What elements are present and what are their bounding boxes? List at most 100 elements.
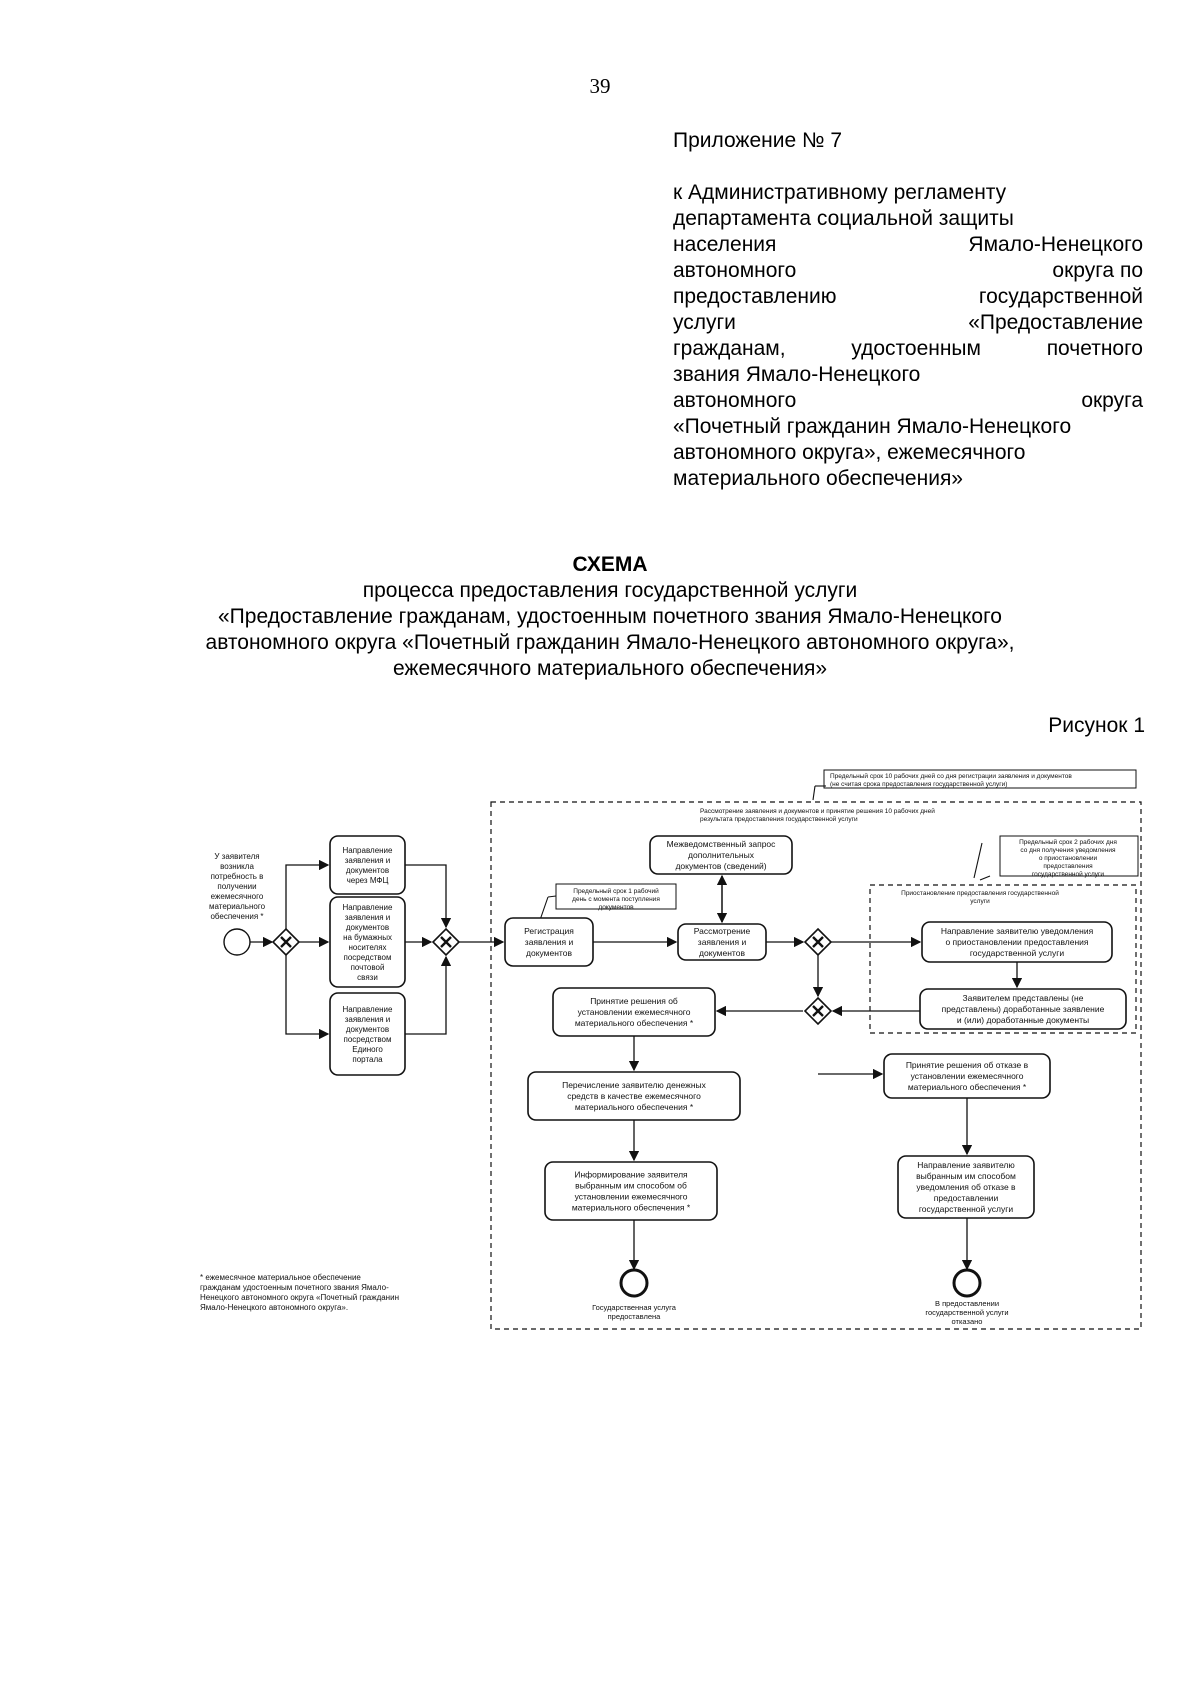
annotation-registration-term: документов	[598, 904, 634, 911]
transfer-label: средств в качестве ежемесячного	[567, 1091, 701, 1101]
appendix-line-part: почетного	[1046, 337, 1143, 360]
schema-title-block: СХЕМА процесса предоставления государств…	[120, 552, 1100, 682]
appendix-line-part: «Предоставление	[968, 311, 1143, 334]
task-review	[677, 923, 767, 961]
appendix-line: услуги «Предоставление	[673, 310, 1143, 336]
registration-label: документов	[526, 948, 572, 958]
annotation-review-term: результата предоставления государственно…	[700, 815, 858, 823]
appendix-line-part: автономного	[673, 389, 797, 412]
schema-subtitle-line: «Предоставление гражданам, удостоенным п…	[218, 605, 1002, 628]
appendix-line: «Почетный гражданин Ямало-Ненецкого	[673, 414, 1143, 440]
submit_portal-label: документов	[346, 1025, 389, 1034]
annotation-registration-box	[555, 883, 677, 910]
schema-subtitle-line: ежемесячного материального обеспечения»	[392, 657, 828, 680]
diagram-shapes: Предельный срок 10 рабочих дней со дня р…	[200, 769, 1142, 1330]
appendix-line-part: «Почетный гражданин Ямало-Ненецкого	[673, 415, 1072, 438]
task-transfer	[527, 1071, 741, 1121]
start-note: возникла	[220, 862, 254, 871]
start-note: обеспечения *	[210, 912, 263, 921]
submit_mfc-label: Направление	[343, 846, 394, 855]
gateway-split-x	[280, 936, 292, 948]
decision_grant-label: Принятие решения об	[590, 996, 678, 1006]
docs_provided-label: представлены) доработанные заявление	[942, 1004, 1105, 1014]
start-note: ежемесячного	[211, 892, 264, 901]
submit_mfc-label: через МФЦ	[347, 876, 389, 885]
annotation-suspend-term: государственной услуги	[1032, 870, 1104, 878]
end-granted-label: Государственная услуга	[592, 1303, 677, 1312]
appendix-header: Приложение № 7 к Административному регла…	[673, 128, 1143, 492]
annotation-suspend-term: предоставления	[1043, 863, 1093, 870]
gateway-review-x	[812, 936, 824, 948]
decision_refuse-label: Принятие решения об отказе в	[906, 1060, 1029, 1070]
submit_mfc-label: документов	[346, 866, 389, 875]
transfer-label: материального обеспечения *	[575, 1102, 694, 1112]
diagram-footnote: Ямало-Ненецкого автономного округа».	[200, 1303, 348, 1312]
annotation-registration-term: день с момента поступления	[572, 896, 660, 903]
task-submit_portal	[329, 992, 406, 1076]
appendix-line: к Административному регламенту	[673, 180, 1143, 206]
schema-heading: СХЕМА	[572, 553, 648, 576]
gateway-merge-x	[440, 936, 452, 948]
annotation-suspend-term: со дня получения уведомления	[1020, 847, 1116, 854]
suspend_notice-label: Направление заявителю уведомления	[941, 926, 1094, 936]
annotation-link	[973, 842, 983, 879]
task-suspend_notice	[921, 921, 1113, 963]
registration-label: Регистрация	[524, 926, 574, 936]
submit_paper-label: на бумажных	[343, 933, 392, 942]
appendix-line-part: населения	[673, 233, 777, 256]
diagram-footnote: * ежемесячное материальное обеспечение	[200, 1273, 361, 1282]
submit_portal-label: Единого	[352, 1045, 383, 1054]
appendix-line-part: услуги	[673, 311, 736, 334]
end-refused-label: государственной услуги	[925, 1308, 1008, 1317]
annotation-link	[979, 875, 991, 881]
refuse_notice-label: предоставлении	[934, 1193, 999, 1203]
appendix-line-part: предоставлению	[673, 285, 837, 308]
annotation-registration-term: Предельный срок 1 рабочий	[573, 887, 659, 895]
appendix-line-part: округа	[1081, 389, 1143, 412]
appendix-line: материального обеспечения»	[673, 466, 1143, 492]
interagency-label: дополнительных	[688, 850, 755, 860]
task-refuse_notice	[897, 1155, 1035, 1219]
appendix-line-part: государственной	[978, 285, 1143, 308]
appendix-line: департамента социальной защиты	[673, 206, 1143, 232]
appendix-line: звания Ямало-Ненецкого	[673, 362, 1143, 388]
gateway-decision-x	[812, 1005, 824, 1017]
transfer-label: Перечисление заявителю денежных	[562, 1080, 707, 1090]
submit_paper-label: посредством	[344, 953, 392, 962]
task-submit_paper	[329, 896, 406, 988]
annotation-link	[547, 895, 557, 898]
annotation-suspend-box	[999, 835, 1139, 877]
start-note: материального	[209, 902, 266, 911]
annotation-total-term: Предельный срок 10 рабочих дней со дня р…	[830, 772, 1072, 780]
review-label: заявления и	[698, 937, 747, 947]
submit_paper-label: Направление	[343, 903, 394, 912]
end-refused-label: В предоставлении	[935, 1299, 999, 1308]
decision_grant-label: установлении ежемесячного	[578, 1007, 691, 1017]
decision_refuse-label: установлении ежемесячного	[911, 1071, 1024, 1081]
refuse_notice-label: выбранным им способом	[916, 1171, 1016, 1181]
docs_provided-label: и (или) доработанные документы	[957, 1015, 1089, 1025]
submit_paper-label: почтовой	[351, 963, 385, 972]
end-event-refused	[952, 1268, 982, 1298]
start-note: потребность в	[211, 872, 264, 881]
inform-label: материального обеспечения *	[572, 1202, 691, 1212]
decision_grant-label: материального обеспечения *	[575, 1018, 694, 1028]
appendix-line-part: Ямало-Ненецкого	[968, 233, 1143, 256]
flow-to-portal	[285, 955, 330, 1040]
appendix-line-part: материального обеспечения»	[673, 467, 963, 490]
flow-mfc-merge	[405, 864, 452, 929]
appendix-line-part: округа по	[1052, 259, 1143, 282]
annotation-total-term: (не считая срока предоставления государс…	[830, 780, 1007, 788]
suspend_notice-label: о приостановлении предоставления	[945, 937, 1088, 947]
annotation-link	[539, 896, 549, 921]
appendix-line: автономного округа», ежемесячного	[673, 440, 1143, 466]
refuse_notice-label: государственной услуги	[919, 1204, 1014, 1214]
flow-portal-merge	[405, 955, 452, 1035]
suspend_notice-label: государственной услуги	[970, 948, 1065, 958]
interagency-label: документов (сведений)	[675, 861, 766, 871]
submit_paper-label: заявления и	[345, 913, 391, 922]
task-decision_refuse	[883, 1053, 1051, 1099]
inform-label: установлении ежемесячного	[575, 1191, 688, 1201]
